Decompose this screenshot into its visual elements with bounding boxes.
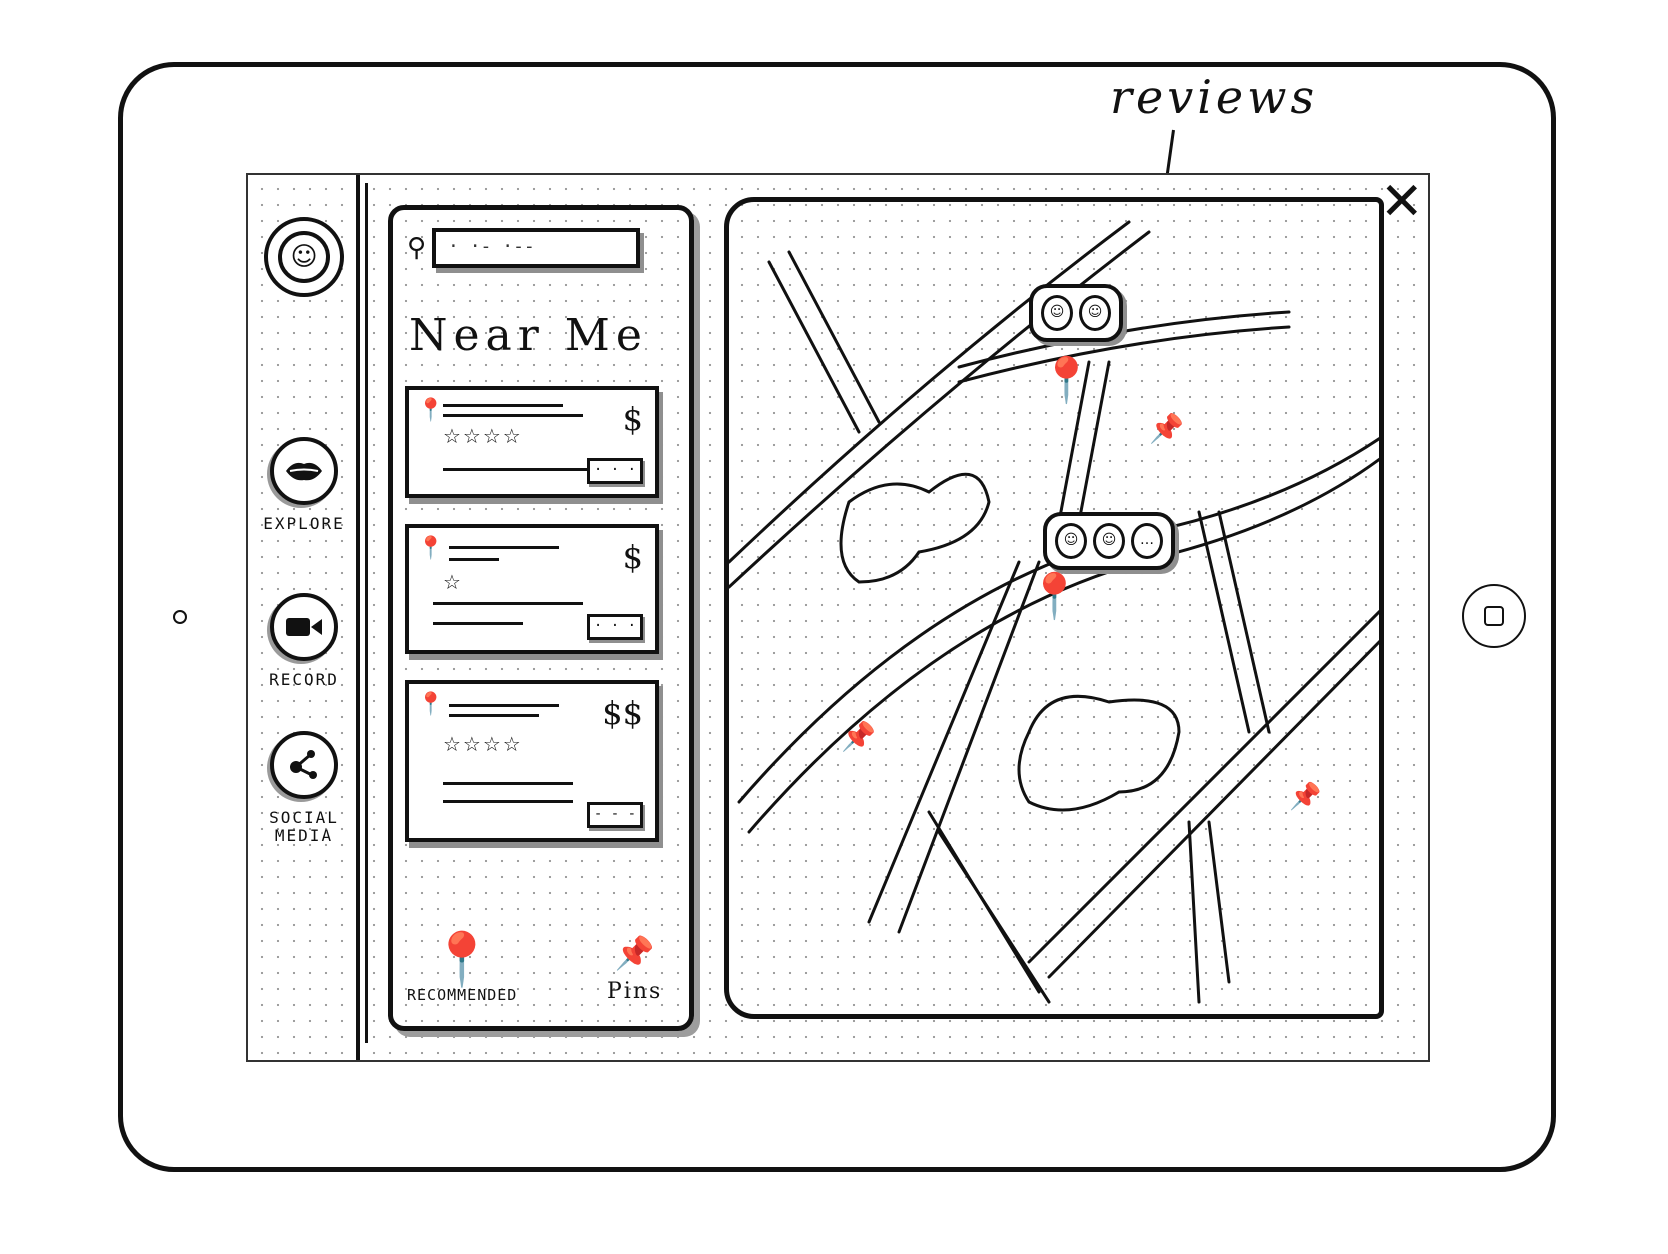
smiley-face-icon: ☺ (1093, 523, 1125, 559)
nav-label-record: RECORD (269, 670, 339, 689)
text-line (449, 714, 539, 717)
lips-icon (270, 437, 338, 505)
close-icon[interactable]: ✕ (1380, 172, 1424, 232)
star-rating: ☆☆☆☆ (443, 732, 523, 756)
panel-title: Near Me (409, 310, 648, 361)
neutral-face-icon: … (1131, 523, 1163, 559)
pushpin-icon[interactable]: 📌 (1149, 412, 1184, 445)
more-button[interactable]: · · · (587, 614, 643, 640)
nav-item-social-media[interactable]: SOCIAL MEDIA (254, 731, 354, 845)
tab-recommended[interactable]: 📍 RECOMMENDED (407, 934, 517, 1004)
price-level: $ (622, 538, 643, 576)
profile-avatar[interactable]: ☺ (264, 217, 344, 297)
nav-label-social-media: SOCIAL MEDIA (269, 808, 339, 845)
price-level: $$ (602, 694, 643, 732)
map-pin-icon: 📍 (417, 398, 445, 423)
text-line (449, 704, 559, 707)
search-input[interactable]: · ·- ·-- (432, 228, 641, 268)
smiley-face-icon: ☺ (1041, 295, 1073, 331)
text-line (433, 602, 583, 605)
tab-label-pins: Pins (607, 979, 663, 1004)
map-pin-icon[interactable]: 📍 (1027, 571, 1082, 622)
place-card[interactable]: 📍 ☆☆☆☆ $$ - - - (405, 680, 659, 842)
text-line (443, 404, 563, 407)
pushpin-icon: 📌 (614, 934, 655, 972)
pushpin-icon[interactable]: 📌 (1289, 782, 1322, 812)
map-roads (729, 220, 1379, 1004)
text-line (443, 782, 573, 785)
map-pin-icon: 📍 (429, 930, 495, 990)
price-level: $ (622, 400, 643, 438)
map-pin-icon: 📍 (417, 536, 445, 561)
pin-icon: ⚲ (407, 233, 427, 263)
more-button[interactable]: - - - (587, 802, 643, 828)
nav-item-explore[interactable]: EXPLORE (254, 437, 354, 533)
video-camera-icon (270, 593, 338, 661)
map-pin-icon: 📍 (417, 692, 445, 717)
nav-item-record[interactable]: RECORD (254, 593, 354, 689)
map-view[interactable]: ☺ ☺ ☺ ☺ … 📍 📍 📌 📌 📌 (724, 197, 1384, 1019)
camera-dot (173, 610, 187, 624)
text-line (443, 414, 583, 417)
nav-rail: ☺ EXPLORE RECORD SOCIAL MEDIA (248, 175, 368, 1060)
home-square-icon (1484, 606, 1504, 626)
rail-divider (365, 183, 368, 1043)
review-bubble[interactable]: ☺ ☺ (1029, 284, 1123, 342)
search-row: ⚲ · ·- ·-- (407, 228, 641, 268)
tab-label-recommended: RECOMMENDED (407, 986, 518, 1004)
reviews-annotation: reviews (1110, 70, 1319, 124)
text-line (433, 622, 523, 625)
screen: ☺ EXPLORE RECORD SOCIAL MEDIA ⚲ · ·- ·-- (246, 173, 1430, 1062)
place-card[interactable]: 📍 ☆ $ · · · (405, 524, 659, 654)
star-rating: ☆☆☆☆ (443, 424, 523, 448)
text-line (443, 800, 573, 803)
pushpin-icon[interactable]: 📌 (841, 720, 876, 753)
review-bubble[interactable]: ☺ ☺ … (1043, 512, 1175, 570)
nav-label-explore: EXPLORE (263, 514, 345, 533)
smiley-face-icon: ☺ (1079, 295, 1111, 331)
tab-pins[interactable]: 📌 Pins (607, 927, 662, 1004)
map-pin-icon[interactable]: 📍 (1039, 355, 1094, 406)
text-line (449, 546, 559, 549)
near-me-panel: ⚲ · ·- ·-- Near Me 📍 ☆☆☆☆ $ · · · 📍 ☆ $ … (388, 205, 694, 1031)
star-rating: ☆ (443, 570, 463, 594)
more-button[interactable]: · · · (587, 458, 643, 484)
place-card[interactable]: 📍 ☆☆☆☆ $ · · · (405, 386, 659, 498)
smiley-icon: ☺ (278, 231, 330, 283)
smiley-face-icon: ☺ (1055, 523, 1087, 559)
home-button[interactable] (1462, 584, 1526, 648)
share-icon (270, 731, 338, 799)
text-line (443, 468, 593, 471)
text-line (449, 558, 499, 561)
